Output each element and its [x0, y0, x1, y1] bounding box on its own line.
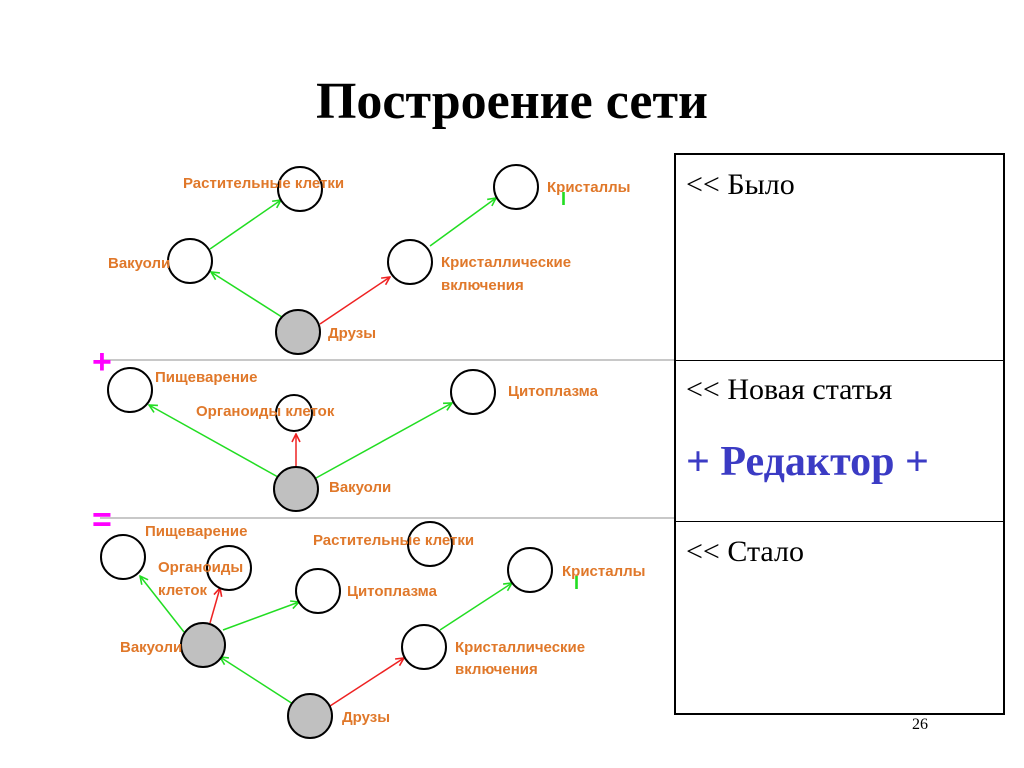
arrow-b-kristallicheskie-kristally: [439, 583, 512, 631]
node-b-rastitelnye: [407, 521, 453, 567]
label-kristallicheskie-2: включения: [441, 277, 524, 294]
label-kristally: Кристаллы: [547, 179, 630, 196]
new-article-label: << Новая статья: [686, 373, 893, 406]
page-title: Построение сети: [315, 73, 708, 130]
editor-label: + Редактор +: [686, 439, 929, 485]
node-b-organoidy: [206, 545, 252, 591]
label-b-organoidy-2: клеток: [158, 582, 207, 599]
node-kristallicheskie: [387, 239, 433, 285]
node-b-kristallicheskie: [401, 624, 447, 670]
node-rastitelnye: [277, 166, 323, 212]
label-b-kristally: Кристаллы: [562, 563, 645, 580]
label-b-vakuoli: Вакуоли: [120, 639, 182, 656]
arrow-vakuoli-citoplazma: [315, 403, 452, 479]
arrow-druzy-vakuoli: [211, 272, 286, 320]
equals-sign: =: [92, 501, 112, 539]
label-rastitelnye: Растительные клетки: [183, 175, 344, 192]
arrow-b-druzy-vakuoli: [220, 657, 294, 705]
arrow-druzy-kristallicheskie: [319, 277, 390, 325]
label-kristallicheskie-1: Кристаллические: [441, 254, 571, 271]
label-vakuoli: Вакуоли: [108, 255, 170, 272]
node-new-citoplazma: [450, 369, 496, 415]
label-new-citoplazma: Цитоплазма: [508, 383, 599, 400]
label-b-citoplazma: Цитоплазма: [347, 583, 438, 600]
label-b-pishchevarenie: Пищеварение: [145, 523, 248, 540]
plus-sign: +: [92, 343, 112, 381]
was-label: << Было: [686, 168, 795, 201]
cell-new-article: << Новая статья: [676, 361, 1003, 521]
node-vakuoli: [167, 238, 213, 284]
cell-became: << Стало: [676, 522, 1003, 715]
network-was: Друзы Вакуоли Растительные клетки Криста…: [108, 164, 630, 355]
arrow-vakuoli-rastitelnye: [209, 200, 281, 250]
node-b-kristally: [507, 547, 553, 593]
table-divider-2: [676, 521, 1003, 522]
comparison-table: << Было << Новая статья + Редактор + << …: [674, 153, 1005, 715]
node-druzy: [275, 309, 321, 355]
label-new-vakuoli: Вакуоли: [329, 479, 391, 496]
node-new-organoidy: [275, 394, 313, 432]
arrow-vakuoli-pishchevarenie: [149, 405, 279, 478]
became-label: << Стало: [686, 535, 804, 568]
label-b-kristallicheskie-1: Кристаллические: [455, 639, 585, 656]
arrow-b-vakuoli-citoplazma: [222, 602, 299, 631]
label-b-druzy: Друзы: [342, 709, 390, 726]
network-new: + Вакуоли Пищеварение Органоиды клеток Ц…: [92, 343, 599, 512]
node-new-vakuoli: [273, 466, 319, 512]
mark-became: I: [574, 573, 579, 593]
arrow-kristallicheskie-kristally: [429, 198, 496, 247]
arrow-b-vakuoli-pishchevarenie: [140, 576, 185, 633]
label-new-organoidy: Органоиды клеток: [196, 403, 335, 420]
table-divider-1: [676, 360, 1003, 361]
arrow-b-druzy-kristallicheskie: [329, 658, 404, 707]
arrow-b-vakuoli-organoidy: [209, 588, 220, 624]
network-became: = Друзы Вакуоли Пищеварение Органоиды кл…: [92, 501, 645, 739]
mark-was: I: [561, 189, 566, 209]
node-b-druzy: [287, 693, 333, 739]
cell-was: << Было: [676, 155, 1003, 361]
node-b-vakuoli: [180, 622, 226, 668]
node-kristally: [493, 164, 539, 210]
slide-number: 26: [912, 716, 928, 733]
node-b-citoplazma: [295, 568, 341, 614]
label-b-organoidy-1: Органоиды: [158, 559, 243, 576]
node-new-pishchevarenie: [107, 367, 153, 413]
label-druzy: Друзы: [328, 325, 376, 342]
label-new-pishchevarenie: Пищеварение: [155, 369, 258, 386]
label-b-kristallicheskie-2: включения: [455, 661, 538, 678]
node-b-pishchevarenie: [100, 534, 146, 580]
label-b-rastitelnye: Растительные клетки: [313, 532, 474, 549]
